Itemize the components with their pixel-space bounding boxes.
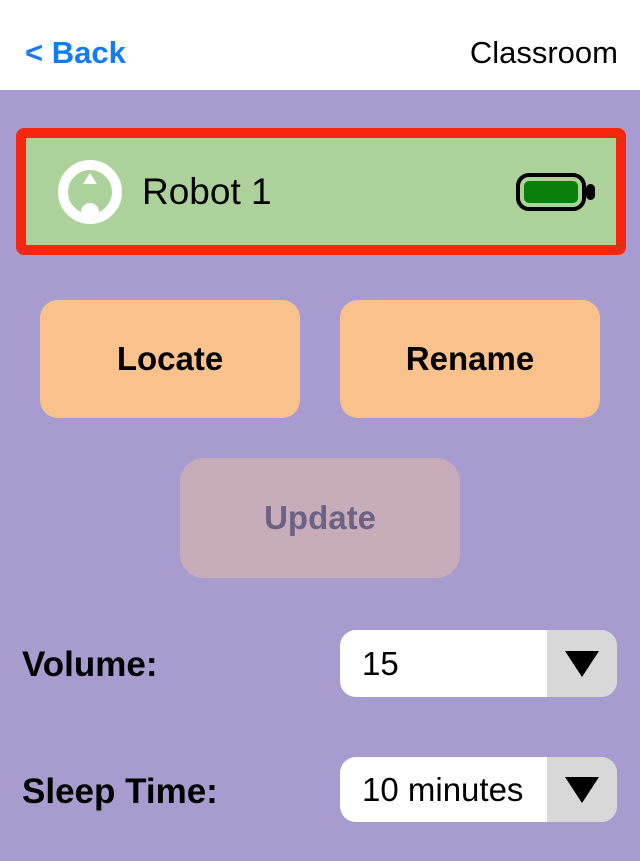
robot-top-view-icon [58,159,122,224]
volume-value: 15 [362,644,399,682]
update-button[interactable]: Update [180,458,460,578]
page-title: Classroom [469,35,618,70]
dropdown-arrow-icon [565,776,599,803]
volume-label: Volume: [22,645,158,684]
robot-name: Robot 1 [142,170,272,212]
sleep-time-dropdown[interactable]: 10 minutes [340,757,617,822]
locate-button[interactable]: Locate [40,300,300,418]
sleep-dropdown-arrow-box [547,757,617,822]
sleep-time-label: Sleep Time: [22,772,218,811]
battery-full-icon [516,172,595,211]
sleep-time-value: 10 minutes [362,770,524,808]
dropdown-arrow-icon [565,650,599,677]
rename-button[interactable]: Rename [340,300,600,418]
robot-card-selected[interactable]: Robot 1 [16,128,626,255]
volume-dropdown-arrow-box [547,630,617,697]
nav-header: < Back Classroom [0,0,640,90]
back-button[interactable]: < Back [25,35,126,70]
volume-dropdown[interactable]: 15 [340,630,617,697]
